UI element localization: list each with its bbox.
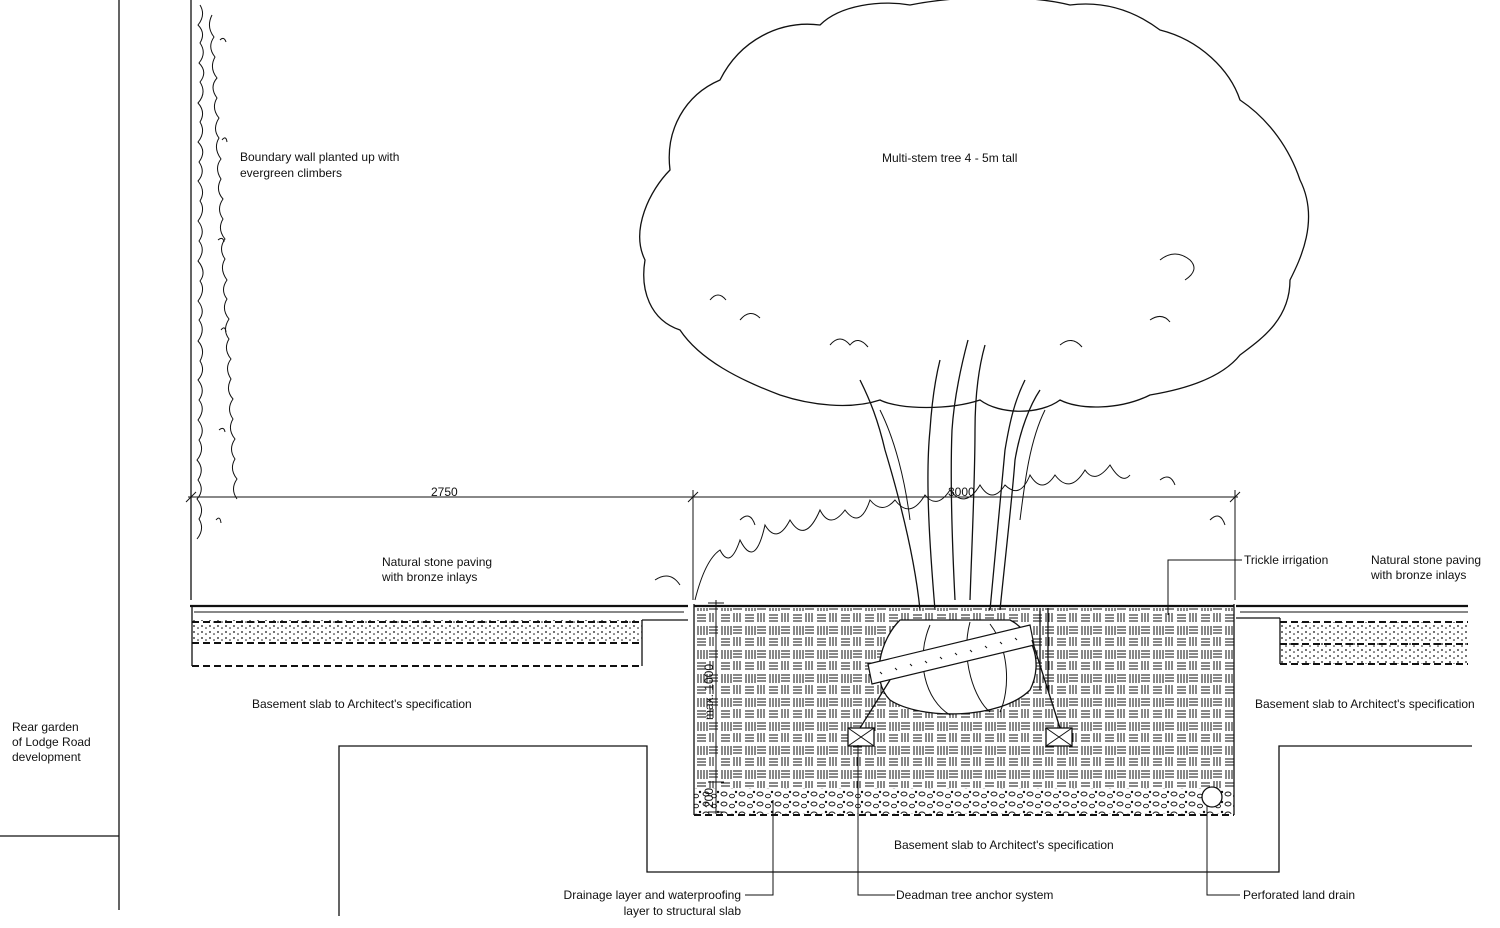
paving-buildup-right [1236, 604, 1468, 665]
basement-slab-right-label: Basement slab to Architect's specificati… [1255, 697, 1475, 711]
dimension-lines [185, 490, 1241, 600]
ground-cover-planting [654, 464, 1226, 601]
paving-buildup-left [190, 604, 688, 667]
rear-garden-line3: development [12, 750, 81, 764]
land-drain-label: Perforated land drain [1243, 888, 1355, 902]
basement-slab-outline [338, 745, 1472, 916]
boundary-wall-climbers [190, 0, 238, 600]
tree-stems [859, 339, 1046, 611]
rear-garden-boundary [0, 0, 120, 910]
drawing-labels: Boundary wall planted up with evergreen … [12, 150, 1481, 918]
tree-canopy [639, 0, 1310, 412]
basement-slab-center-label: Basement slab to Architect's specificati… [894, 838, 1114, 852]
leader-lines [745, 559, 1242, 896]
trickle-irrigation-label: Trickle irrigation [1244, 553, 1328, 567]
drain-depth-label: 200 [702, 788, 716, 808]
max-depth-label: max. 1000 [702, 664, 716, 720]
boundary-wall-label-line1: Boundary wall planted up with [240, 150, 399, 164]
dimension-2750: 2750 [431, 485, 458, 499]
rear-garden-line1: Rear garden [12, 720, 79, 734]
drainage-label-line1: Drainage layer and waterproofing [564, 888, 741, 902]
tree-label: Multi-stem tree 4 - 5m tall [882, 151, 1017, 165]
rear-garden-line2: of Lodge Road [12, 735, 91, 749]
paving-left-line1: Natural stone paving [382, 555, 492, 569]
dimension-3000: 3000 [948, 485, 975, 499]
paving-right-line2: with bronze inlays [1370, 568, 1466, 582]
depth-dimensions [708, 600, 724, 814]
paving-left-line2: with bronze inlays [381, 570, 477, 584]
paving-right-line1: Natural stone paving [1371, 553, 1481, 567]
root-ball-anchor [847, 608, 1073, 747]
drainage-label-line2: layer to structural slab [624, 904, 742, 918]
basement-slab-left-label: Basement slab to Architect's specificati… [252, 697, 472, 711]
boundary-wall-label-line2: evergreen climbers [240, 166, 342, 180]
deadman-anchor-label: Deadman tree anchor system [896, 888, 1053, 902]
